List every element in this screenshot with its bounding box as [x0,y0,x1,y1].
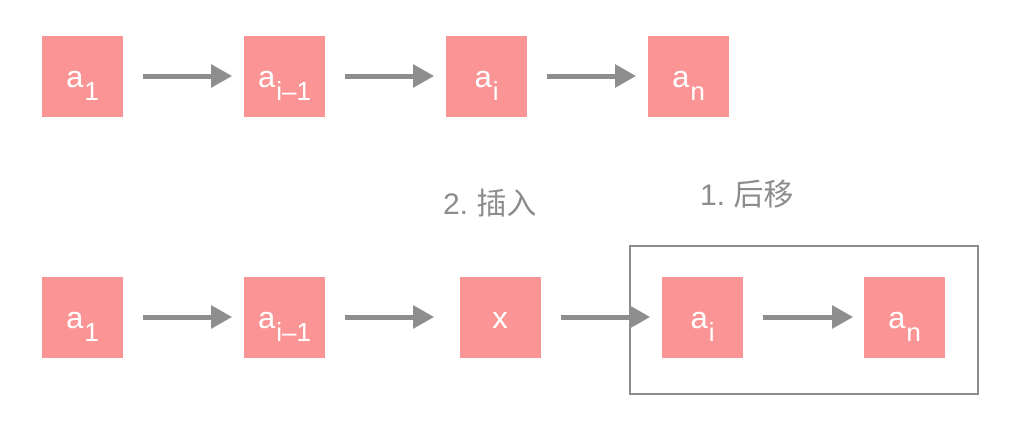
node-an-top: a n [648,36,729,117]
arrow-shaft [143,314,211,320]
node-x-inserted: x [460,277,541,358]
node-subscript: i–1 [276,75,311,106]
arrow-head [615,64,636,88]
arrow-head [413,64,434,88]
node-label: a [66,59,84,94]
arrow-head [629,305,650,329]
arrow-right-icon [547,64,636,88]
node-label: a [66,300,84,335]
node-subscript: 1 [84,316,99,347]
node-a1-top: a 1 [42,36,123,117]
node-label: a [672,59,690,94]
arrow-right-icon [763,305,853,329]
node-label: a [474,59,492,94]
node-subscript: i [492,75,499,106]
node-ai-bottom: a i [662,277,743,358]
arrow-right-icon [143,305,232,329]
node-label: x [492,300,508,335]
node-subscript: n [906,316,921,347]
arrow-head [413,305,434,329]
node-label: a [690,300,708,335]
shift-step-label: 1. 后移 [700,179,794,212]
arrow-shaft [561,314,629,320]
arrow-right-icon [143,64,232,88]
node-subscript: n [690,75,705,106]
arrow-shaft [547,73,615,79]
node-label: a [258,300,276,335]
node-label: a [888,300,906,335]
node-an-bottom: a n [864,277,945,358]
node-subscript: i–1 [276,316,311,347]
arrow-head [211,305,232,329]
arrow-right-icon [561,305,650,329]
arrow-shaft [345,314,413,320]
arrow-shaft [763,314,832,320]
arrow-head [211,64,232,88]
arrow-right-icon [345,305,434,329]
node-subscript: i [708,316,715,347]
node-a1-bottom: a 1 [42,277,123,358]
arrow-right-icon [345,64,434,88]
node-ai-minus-1-top: a i–1 [244,36,325,117]
arrow-shaft [143,73,211,79]
arrow-shaft [345,73,413,79]
node-ai-minus-1-bottom: a i–1 [244,277,325,358]
node-ai-top: a i [446,36,527,117]
node-label: a [258,59,276,94]
arrow-head [832,305,853,329]
node-subscript: 1 [84,75,99,106]
insert-step-label: 2. 插入 [443,188,537,221]
